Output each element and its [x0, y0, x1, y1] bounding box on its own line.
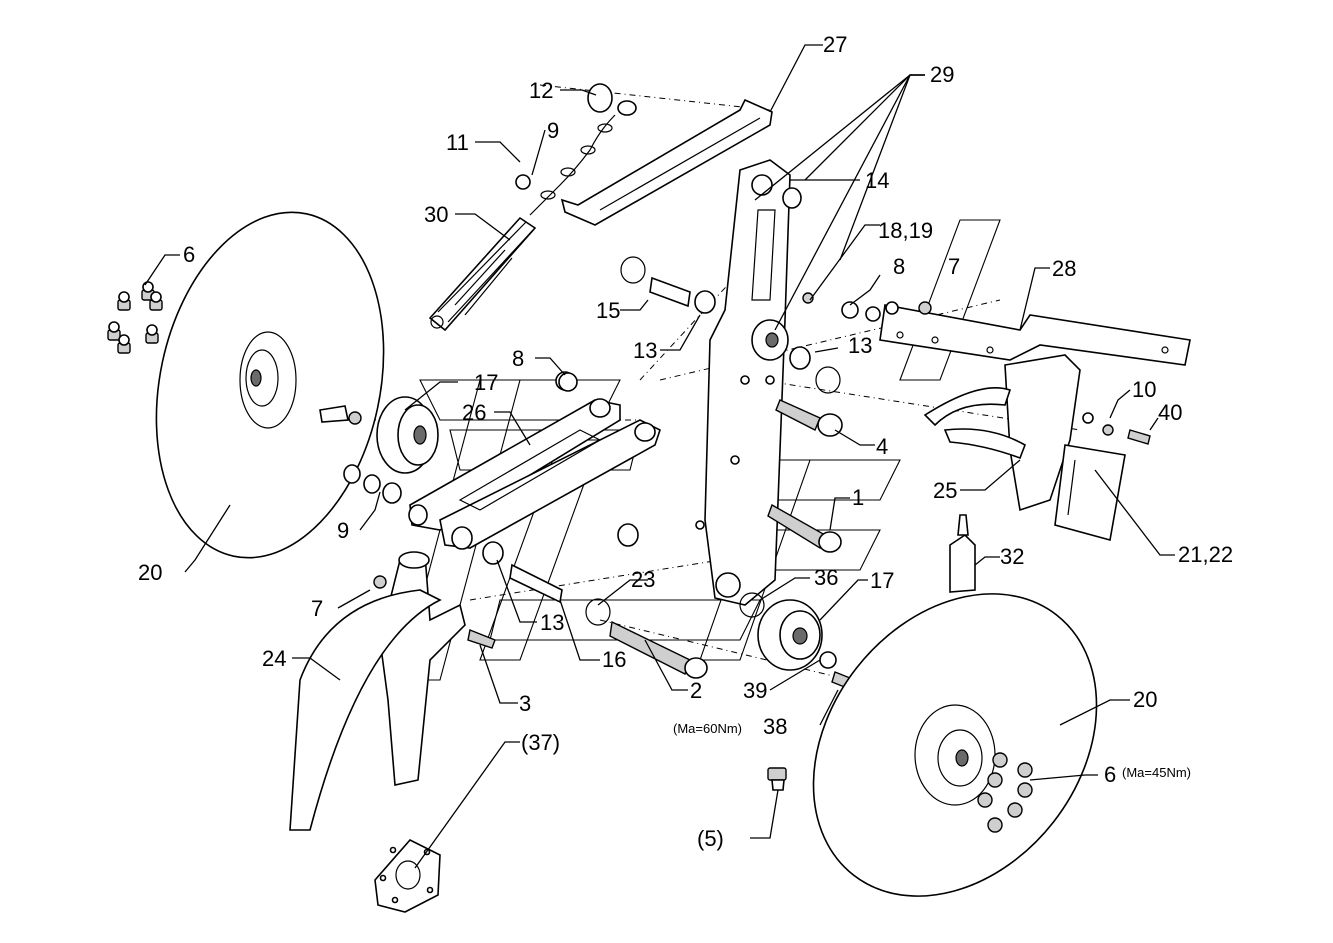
label-27: 27 [823, 32, 847, 57]
label-30: 30 [424, 202, 448, 227]
label-14: 14 [865, 168, 889, 193]
nut-8-upper [558, 372, 578, 392]
label-17-right: 17 [870, 568, 894, 593]
bolt-group-right [977, 752, 1033, 833]
callout-labels: 27 29 12 9 11 14 30 18,19 6 28 8 7 15 13… [138, 32, 1233, 851]
label-20-right: 20 [1133, 687, 1157, 712]
label-8-left: 8 [512, 346, 524, 371]
disc-left [155, 211, 385, 559]
label-20-left: 20 [138, 560, 162, 585]
label-24: 24 [262, 646, 286, 671]
label-13-top: 13 [633, 338, 657, 363]
label-6-left: 6 [183, 242, 195, 267]
label-36: 36 [814, 565, 838, 590]
label-38: 38 [763, 714, 787, 739]
bolt-5 [767, 767, 787, 791]
label-13-bottom: 13 [540, 610, 564, 635]
label-6-right-note: (Ma=45Nm) [1122, 765, 1191, 780]
label-1: 1 [852, 485, 864, 510]
bracket-28 [841, 301, 1191, 366]
label-25: 25 [933, 478, 957, 503]
label-29: 29 [930, 62, 954, 87]
label-38-note: (Ma=60Nm) [673, 721, 742, 736]
label-9-upper: 9 [547, 118, 559, 143]
label-7-right: 7 [948, 254, 960, 279]
hub-right [739, 592, 856, 691]
hub-left [319, 396, 439, 474]
label-4: 4 [876, 434, 888, 459]
blade-21-22 [1054, 444, 1126, 542]
bushings [620, 187, 841, 394]
label-18-19: 18,19 [878, 218, 933, 243]
plate-37 [374, 839, 441, 913]
label-39: 39 [743, 678, 767, 703]
spring-30 [428, 83, 637, 332]
label-5: (5) [697, 826, 724, 851]
disc-right [812, 593, 1098, 897]
label-26: 26 [462, 400, 486, 425]
label-10: 10 [1132, 377, 1156, 402]
scraper-25 [923, 354, 1151, 512]
label-12: 12 [529, 78, 553, 103]
label-23: 23 [631, 567, 655, 592]
label-40: 40 [1158, 400, 1182, 425]
grease-tube-32 [949, 514, 976, 593]
label-32: 32 [1000, 544, 1024, 569]
label-6-right: 6 [1104, 762, 1116, 787]
leader-lines [144, 44, 1175, 869]
label-21-22: 21,22 [1178, 542, 1233, 567]
label-11: 11 [446, 130, 469, 155]
label-3: 3 [519, 691, 531, 716]
bolt-1 [767, 503, 842, 553]
label-15: 15 [596, 298, 620, 323]
label-16: 16 [602, 647, 626, 672]
bolt-4 [775, 399, 843, 437]
label-8-right: 8 [893, 254, 905, 279]
main-arm [695, 159, 791, 606]
label-13-right: 13 [848, 333, 872, 358]
label-37: (37) [521, 730, 560, 755]
label-28: 28 [1052, 256, 1076, 281]
label-2: 2 [690, 678, 702, 703]
washers-9 [343, 464, 402, 504]
bolt-group-left [107, 281, 163, 354]
pin-16 [482, 541, 708, 679]
label-17-left: 17 [474, 370, 498, 395]
link-26 [408, 371, 661, 550]
label-7-left: 7 [311, 596, 323, 621]
tine-24 [289, 551, 496, 831]
label-9-lower: 9 [337, 518, 349, 543]
watermark [399, 219, 1001, 681]
link-27 [560, 98, 773, 226]
